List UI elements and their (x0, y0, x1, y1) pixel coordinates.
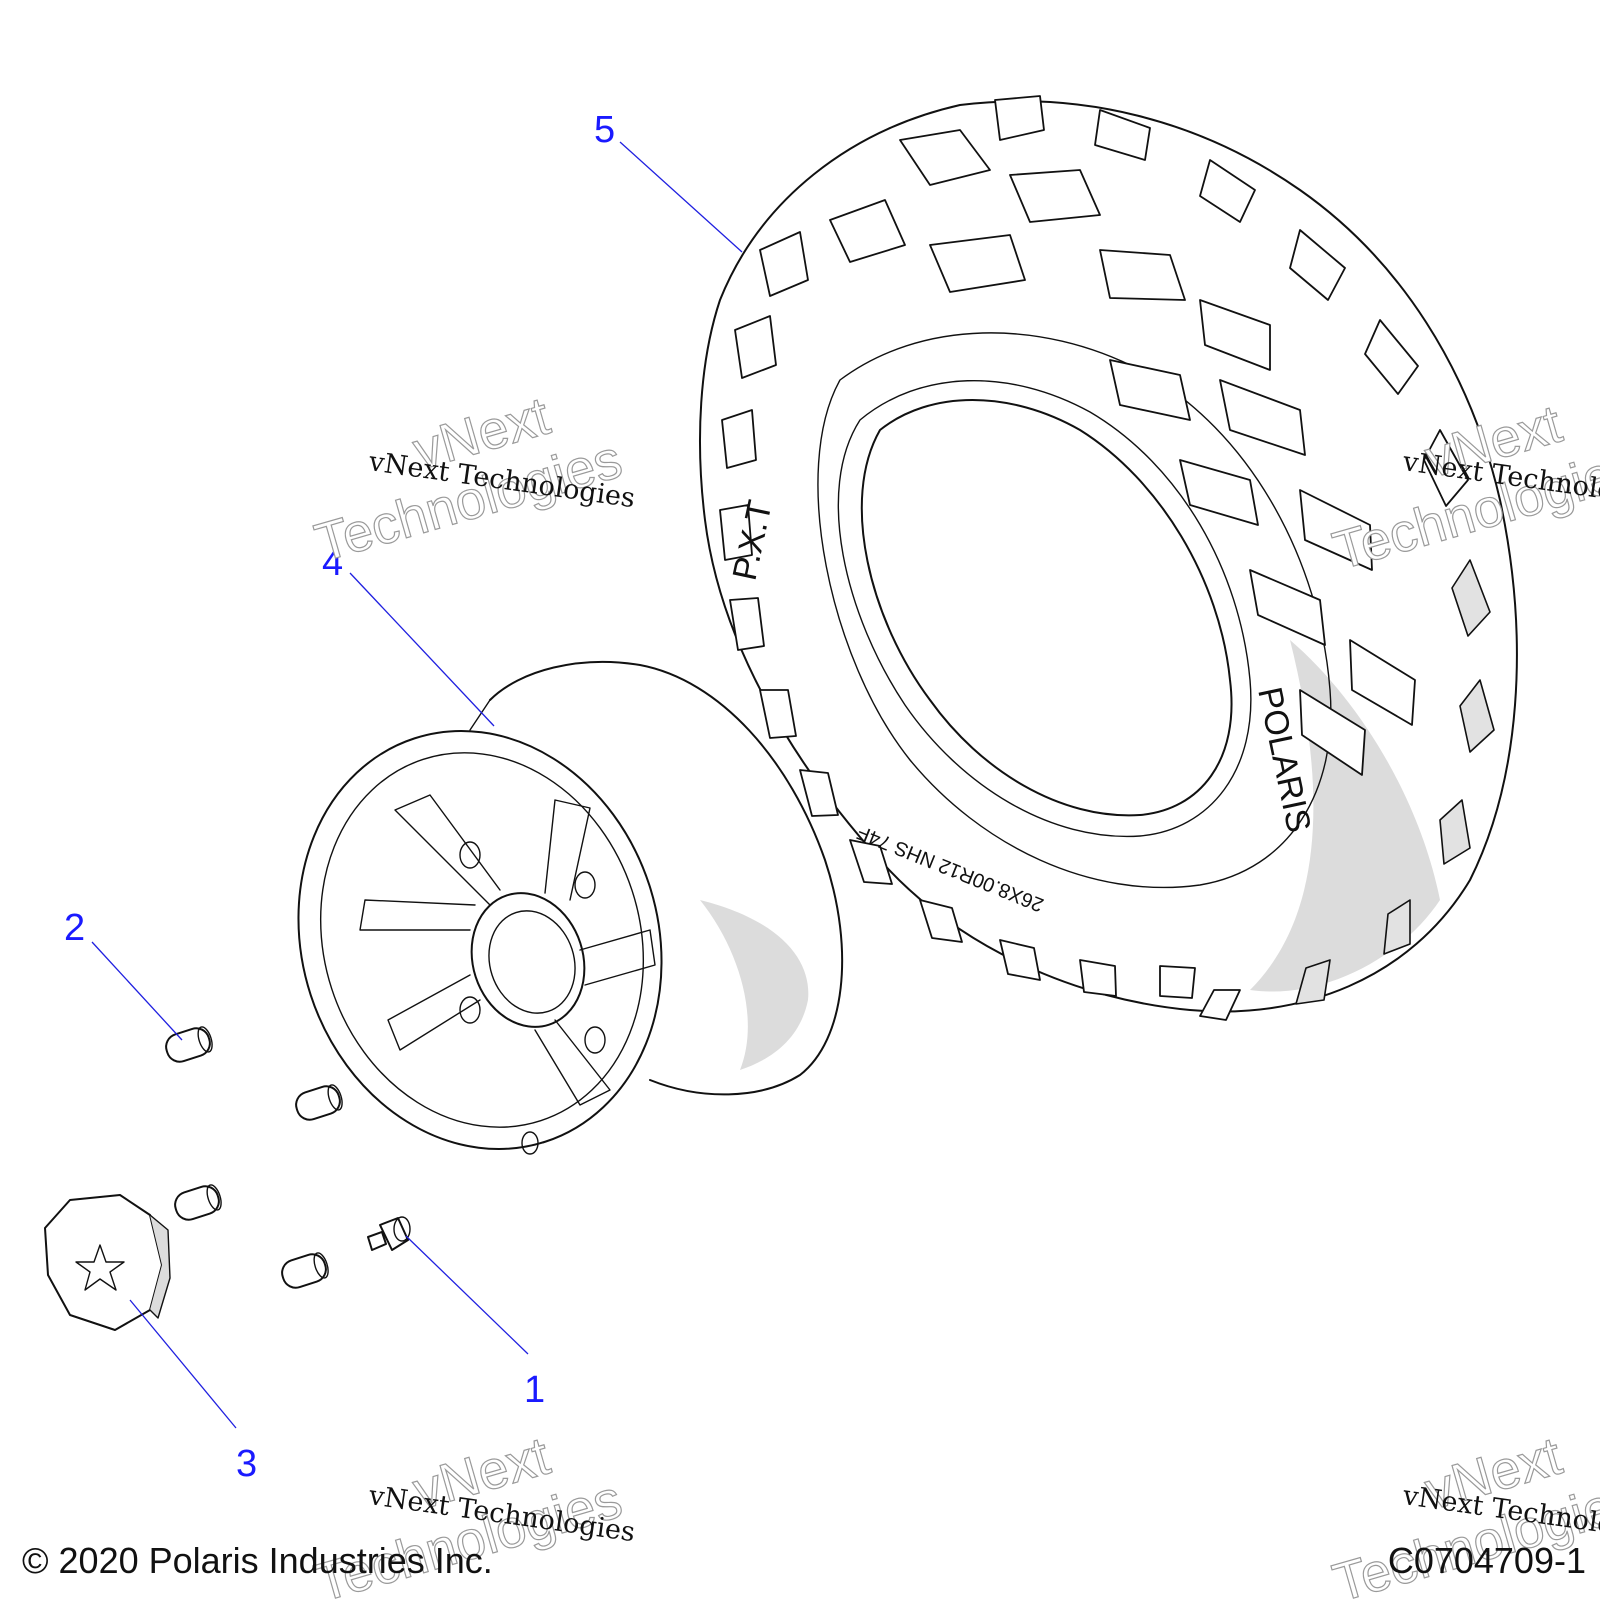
leader-line-2 (91, 941, 183, 1041)
valve-stem-drawing (367, 1216, 411, 1251)
callout-1: 1 (524, 1369, 545, 1411)
drawing-number: C0704709-1 (1387, 1540, 1586, 1581)
watermark-group-2: vNext Technologies vNext Technologies (1326, 393, 1600, 582)
callout-2: 2 (64, 907, 85, 949)
leader-line-4 (349, 572, 495, 727)
watermark-group-1: vNext Technologies vNext Technologies (308, 385, 637, 574)
leader-line-1 (405, 1235, 529, 1355)
leader-line-5 (619, 141, 743, 253)
lug-nuts-drawing (165, 1026, 343, 1289)
copyright-notice: © 2020 Polaris Industries Inc. (22, 1540, 493, 1581)
center-cap-drawing (44, 1194, 171, 1331)
callout-5: 5 (594, 109, 615, 151)
leader-line-3 (129, 1299, 237, 1429)
wheel-rim-drawing (297, 660, 844, 1155)
callout-4: 4 (322, 542, 343, 584)
callout-3: 3 (236, 1443, 257, 1485)
